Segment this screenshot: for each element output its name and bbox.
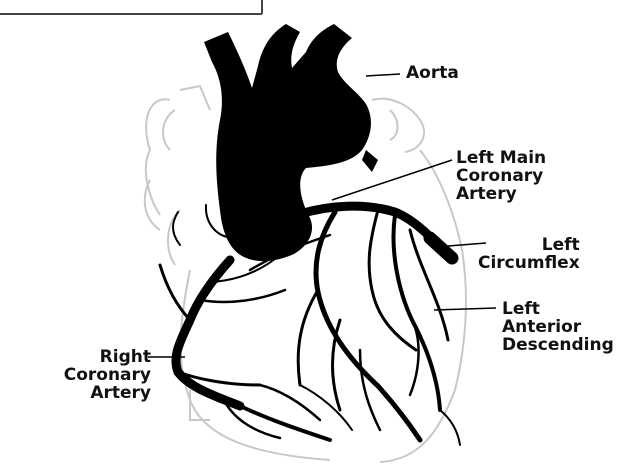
label-left-circumflex: Left Circumflex bbox=[478, 236, 580, 272]
label-left-main-coronary-artery: Left Main Coronary Artery bbox=[456, 149, 546, 203]
lmca-leader bbox=[332, 160, 452, 200]
lad-leader bbox=[434, 308, 496, 310]
label-left-anterior-descending: Left Anterior Descending bbox=[502, 300, 614, 354]
label-right-coronary-artery: Right Coronary Artery bbox=[33, 348, 151, 402]
coronary-arteries bbox=[160, 205, 460, 445]
aorta-shape bbox=[204, 24, 378, 261]
label-aorta: Aorta bbox=[406, 64, 459, 82]
frame-remnant bbox=[0, 0, 262, 14]
aorta-leader bbox=[366, 74, 400, 76]
